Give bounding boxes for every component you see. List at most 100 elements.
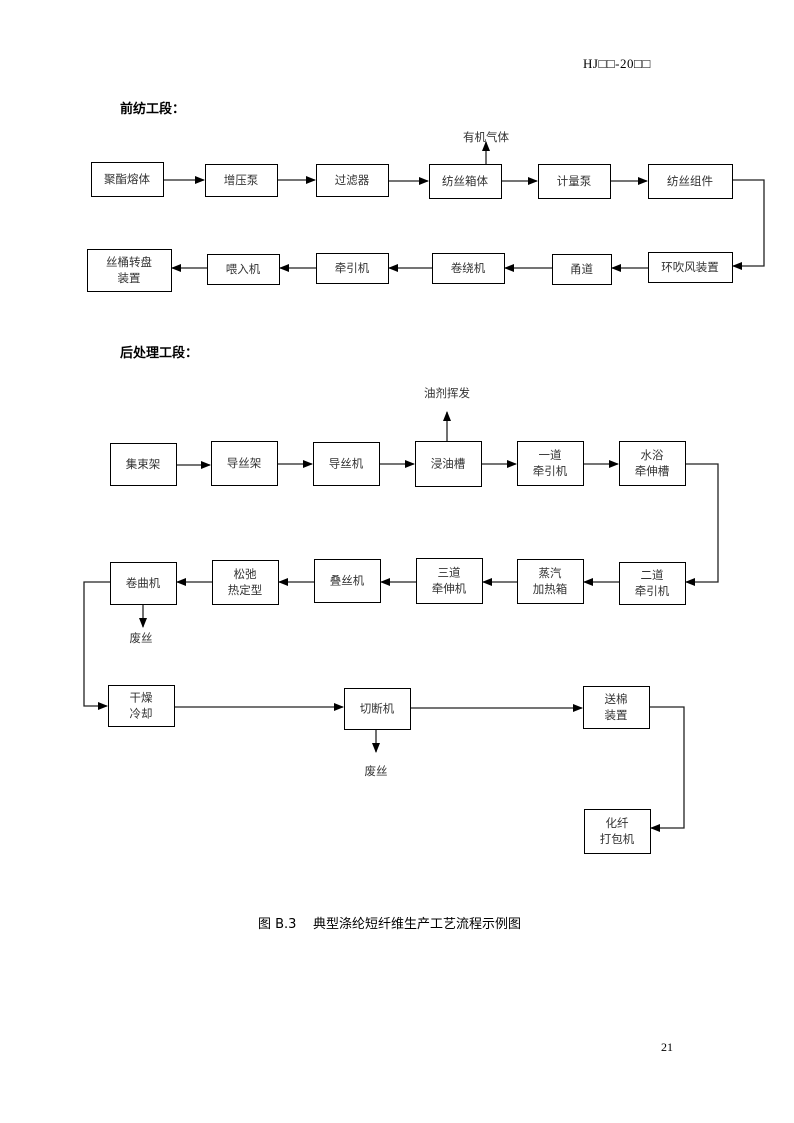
node-box (583, 686, 650, 729)
emission-label-organic-gas: 有机气体 (463, 130, 509, 144)
process-node-n3: 过滤器 (316, 164, 389, 197)
node-label: 装置 (605, 708, 628, 722)
node-label: 增压泵 (224, 173, 259, 187)
node-label: 叠丝机 (330, 574, 365, 588)
node-box (584, 809, 651, 854)
waste-label-cutter: 废丝 (365, 764, 388, 778)
node-label: 丝桶转盘 (106, 255, 152, 269)
node-label: 集束架 (126, 457, 161, 471)
process-node-p10: 叠丝机 (314, 559, 381, 603)
node-label: 聚酯熔体 (104, 172, 150, 186)
process-node-p3: 导丝机 (313, 442, 380, 486)
flow-arrow-p15-p16 (649, 706, 685, 832)
node-label: 三道 (438, 566, 461, 580)
waste-label-crimper: 废丝 (130, 631, 153, 645)
node-label: 卷绕机 (451, 261, 486, 275)
node-label: 打包机 (600, 832, 635, 846)
node-box (619, 441, 686, 486)
node-label: 纺丝箱体 (442, 174, 488, 188)
node-label: 牵伸机 (432, 582, 467, 596)
process-node-n8: 甬道 (552, 254, 612, 285)
process-node-n6: 纺丝组件 (648, 164, 733, 199)
node-label: 牵引机 (635, 584, 670, 598)
node-box (415, 441, 482, 487)
node-box (517, 559, 584, 604)
node-label: 热定型 (228, 583, 263, 597)
node-box (205, 164, 278, 197)
node-label: 装置 (118, 271, 141, 285)
process-node-n2: 增压泵 (205, 164, 278, 197)
section-title-post-treatment: 后处理工段： (120, 346, 199, 361)
process-node-n4: 纺丝箱体 (429, 164, 502, 199)
node-box (211, 441, 278, 486)
node-label: 松弛 (234, 567, 257, 581)
document-code: HJ□□-20□□ (583, 56, 651, 71)
node-label: 甬道 (570, 262, 593, 276)
process-node-p14: 切断机 (344, 688, 411, 730)
node-box (91, 162, 164, 197)
process-node-n5: 计量泵 (538, 164, 611, 199)
process-node-n7: 环吹风装置 (648, 252, 733, 283)
process-node-p1: 集束架 (110, 443, 177, 486)
node-label: 切断机 (360, 702, 395, 716)
node-box (110, 443, 177, 486)
flow-arrow-n6-n7 (732, 179, 765, 270)
node-box (432, 253, 505, 284)
flow-arrow-p12-p13 (83, 581, 110, 710)
node-box (648, 164, 733, 199)
page-number: 21 (661, 1040, 673, 1054)
node-label: 导丝机 (329, 457, 364, 471)
node-box (316, 253, 389, 284)
node-label: 送棉 (605, 692, 628, 706)
node-label: 导丝架 (227, 456, 262, 470)
node-box (344, 688, 411, 730)
process-node-p2: 导丝架 (211, 441, 278, 486)
section-title-spinning: 前纺工段： (120, 102, 186, 117)
process-node-n1: 聚酯熔体 (91, 162, 164, 197)
node-label: 蒸汽 (539, 566, 562, 580)
node-box (538, 164, 611, 199)
emission-label-oil-volatiles: 油剂挥发 (424, 386, 470, 400)
node-label: 纺丝组件 (667, 174, 713, 188)
node-label: 过滤器 (335, 173, 370, 187)
node-box (108, 685, 175, 727)
node-box (212, 560, 279, 605)
node-box (316, 164, 389, 197)
node-label: 化纤 (606, 816, 629, 830)
node-box (207, 254, 280, 285)
process-node-n9: 卷绕机 (432, 253, 505, 284)
node-label: 牵引机 (335, 261, 370, 275)
figure-caption: 图 B.3 典型涤纶短纤维生产工艺流程示例图 (258, 917, 521, 932)
node-label: 二道 (641, 568, 664, 582)
node-label: 喂入机 (226, 262, 261, 276)
node-box (313, 442, 380, 486)
node-box (314, 559, 381, 603)
node-label: 冷却 (130, 707, 153, 721)
node-box (648, 252, 733, 283)
node-box (619, 562, 686, 605)
flow-arrow-p6-p7 (685, 463, 719, 586)
node-box (110, 562, 177, 605)
process-node-n10: 牵引机 (316, 253, 389, 284)
node-box (416, 558, 483, 604)
node-label: 环吹风装置 (661, 260, 719, 274)
node-label: 计量泵 (557, 174, 592, 188)
process-node-p4: 浸油槽 (415, 441, 482, 487)
node-label: 牵伸槽 (635, 464, 670, 478)
node-box (429, 164, 502, 199)
node-box (552, 254, 612, 285)
node-label: 牵引机 (533, 464, 568, 478)
node-label: 加热箱 (533, 582, 568, 596)
node-label: 一道 (539, 448, 562, 462)
